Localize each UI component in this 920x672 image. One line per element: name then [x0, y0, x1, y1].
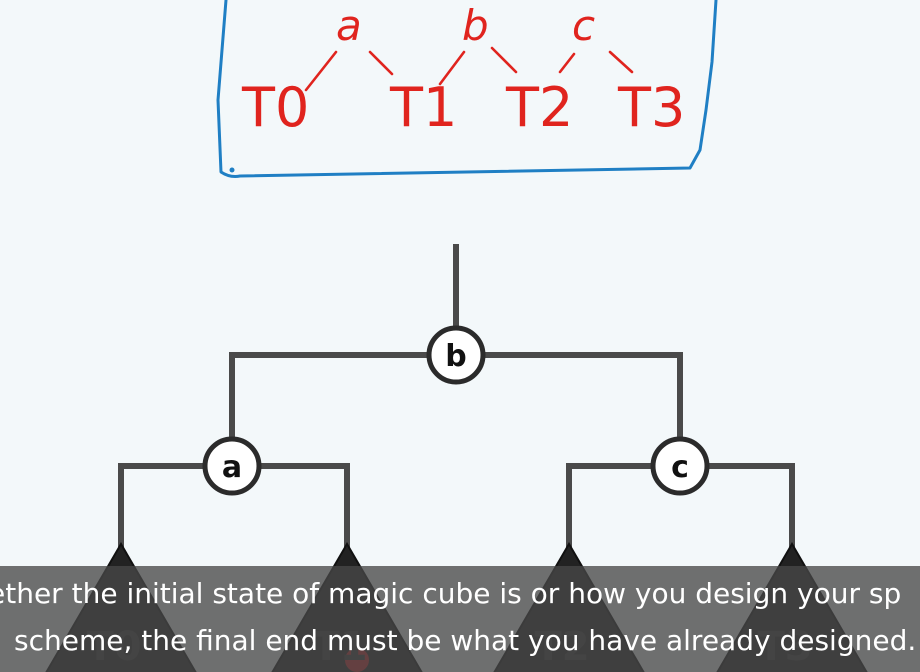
ink-edge: [608, 50, 634, 74]
edge-a-t0: [118, 463, 206, 548]
ink-label: c: [572, 1, 595, 50]
handwritten-sequence: [304, 46, 634, 92]
ink-edge: [558, 52, 576, 74]
ink-edge: [490, 46, 518, 74]
ink-label-t: T0: [241, 76, 309, 139]
subtitle-line: scheme, the final end must be what you h…: [14, 624, 917, 657]
ink-label-t: T1: [389, 76, 457, 139]
subtitle-bar: ether the initial state of magic cube is…: [0, 566, 920, 672]
node-label: c: [671, 450, 689, 485]
ink-label-t: T2: [505, 76, 573, 139]
handwritten-dot: [229, 167, 235, 173]
subtitle-line: ether the initial state of magic cube is…: [0, 577, 902, 610]
handwritten-box: [216, 0, 718, 178]
tree-node-left: a: [202, 436, 262, 496]
edge-c-t2: [566, 463, 654, 548]
node-label: a: [222, 450, 242, 485]
ink-edge: [304, 50, 338, 92]
tree-node-right: c: [650, 436, 710, 496]
edge-b-a: [229, 352, 430, 442]
ink-label: b: [462, 1, 489, 50]
ink-label: a: [336, 1, 362, 50]
edge-c-t3: [706, 463, 795, 548]
ink-edge: [438, 50, 466, 86]
tree-edges: [118, 244, 795, 548]
edge-a-t1: [258, 463, 350, 548]
ink-edge: [368, 50, 394, 76]
node-label: b: [445, 339, 466, 374]
edge-b-c: [482, 352, 683, 442]
tree-node-root: b: [426, 325, 486, 385]
ink-label-t: T3: [617, 76, 685, 139]
